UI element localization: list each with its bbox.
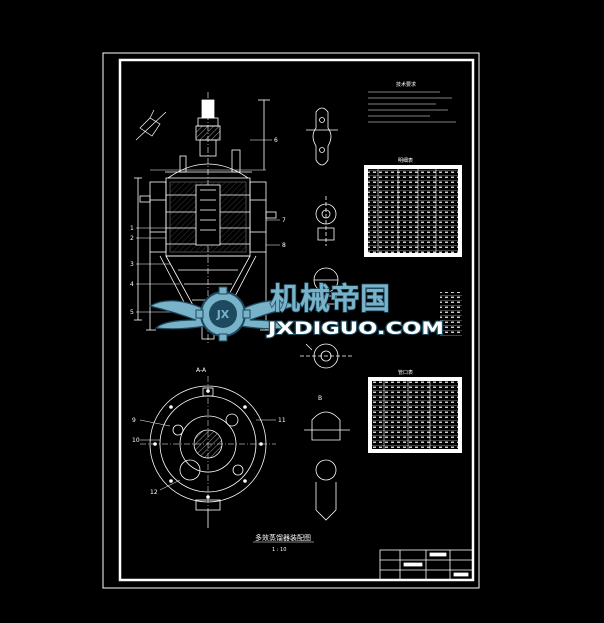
callout-4: 4	[130, 281, 134, 288]
plan-callout-9: 9	[132, 417, 136, 424]
inner-drawing-frame	[118, 58, 475, 582]
view-labels: A-A B	[196, 367, 322, 402]
callout-8: 8	[282, 242, 286, 249]
plan-callout-10: 10	[132, 437, 140, 444]
title-block	[379, 549, 474, 581]
main-scale: 1 : 10	[272, 547, 286, 553]
vessel-elevation-view	[134, 92, 277, 345]
callout-3: 3	[130, 261, 134, 268]
left-wing-icon	[148, 300, 211, 330]
watermark-chinese-text: 机械帝国	[270, 282, 390, 317]
right-wing-icon	[235, 300, 298, 330]
nozzle-table-title: 管口表	[398, 369, 413, 376]
plan-callout-12: 12	[150, 489, 158, 496]
outer-sheet-border	[102, 52, 480, 589]
technical-requirements: 技术要求	[368, 81, 456, 123]
main-view-title: 多效蒸馏器装配图 1 : 10	[253, 533, 314, 553]
parts-table-title: 明细表	[398, 157, 413, 164]
plan-bolt-holes	[153, 389, 263, 499]
detail-view-top-left	[135, 109, 167, 141]
callout-1: 1	[130, 225, 134, 232]
callout-6: 6	[274, 137, 278, 144]
nozzle-table: 管口表	[368, 369, 462, 453]
callout-5: 5	[130, 309, 134, 316]
logo-letters: JX	[216, 308, 230, 321]
parts-list-table: 明细表	[364, 157, 462, 257]
view-b-label: B	[318, 395, 322, 402]
watermark-url-text: JXDIGUO.COM	[267, 319, 444, 339]
part-callouts-right: 6 7 8	[250, 137, 286, 249]
main-title: 多效蒸馏器装配图	[255, 533, 311, 542]
callout-7: 7	[282, 217, 286, 224]
tech-notes-title: 技术要求	[396, 81, 416, 88]
section-label: A-A	[196, 367, 207, 374]
material-table	[440, 292, 462, 336]
vessel-plan-view	[140, 376, 276, 528]
detail-views-middle	[300, 107, 352, 521]
plan-callouts: 9 10 11 12	[132, 417, 286, 496]
plan-callout-11: 11	[278, 417, 286, 424]
callout-2: 2	[130, 235, 134, 242]
gear-icon: JX	[195, 286, 251, 342]
watermark-logo: JX 机械帝国 JXDIGUO.COM	[148, 281, 445, 342]
